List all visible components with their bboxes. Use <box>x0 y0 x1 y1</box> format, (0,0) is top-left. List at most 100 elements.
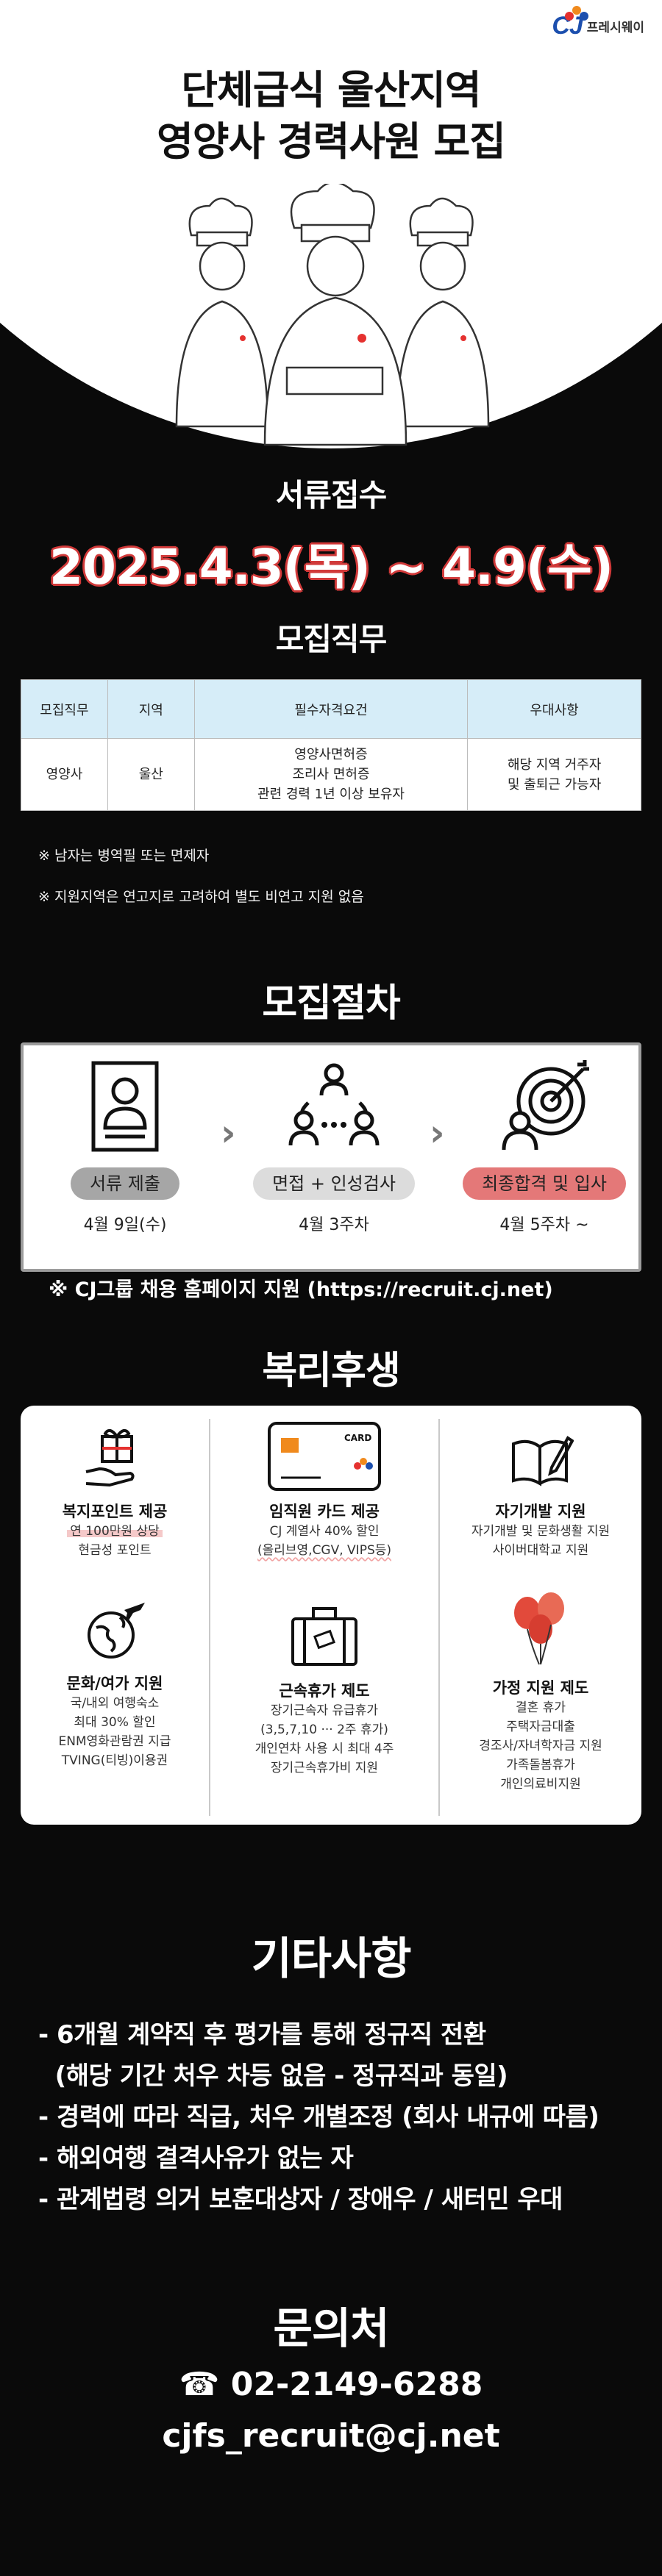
card-label: CARD <box>344 1433 371 1443</box>
divider <box>438 1419 440 1816</box>
step-label: 서류 제출 <box>71 1167 179 1200</box>
step-label: 최종합격 및 입사 <box>463 1167 626 1200</box>
benefit-desc: CJ 계열사 40% 할인 (올리브영,CGV, VIPS등) <box>210 1522 438 1560</box>
requirement-item: 조리사 면허증 <box>292 767 370 782</box>
benefit-line: 현금성 포인트 <box>78 1543 152 1558</box>
process-box: 서류 제출 4월 9일(수) › 면접 + 인성검사 4월 3주차 › <box>21 1042 641 1272</box>
application-title: 서류접수 <box>275 477 388 513</box>
benefit-self-development: 자기개발 지원 자기개발 및 문화생활 지원 사이버대학교 지원 <box>440 1426 641 1560</box>
benefit-line: 개인연차 사용 시 최대 4주 <box>255 1742 394 1756</box>
contact-email[interactable]: cjfs_recruit@cj.net <box>162 2417 500 2455</box>
benefit-line: 경조사/자녀학자금 지원 <box>479 1739 602 1753</box>
benefits-box: 복지포인트 제공 연 100만원 상당 현금성 포인트 CARD 임직원 카드 … <box>21 1406 641 1825</box>
note-item: ※ 지원지역은 연고지로 고려하여 별도 비연고 지원 없음 <box>38 889 364 905</box>
etc-item: - 관계법령 의거 보훈대상자 / 장애우 / 새터민 우대 <box>38 2185 563 2214</box>
benefit-title: 복지포인트 제공 <box>62 1503 168 1520</box>
benefit-long-service-leave: 근속휴가 제도 장기근속자 유급휴가 (3,5,7,10 ··· 2주 휴가) … <box>210 1598 438 1778</box>
jobs-title: 모집직무 <box>275 621 388 657</box>
step-label: 면접 + 인성검사 <box>253 1167 415 1200</box>
step-date: 4월 5주차 ~ <box>499 1216 589 1234</box>
suitcase-icon <box>291 1607 357 1666</box>
benefit-desc: 결혼 휴가 주택자금대출 경조사/자녀학자금 지원 가족돌봄휴가 개인의료비지원 <box>440 1698 641 1794</box>
benefit-line: TVING(티빙)이용권 <box>61 1753 168 1768</box>
etc-item: (해당 기간 처우 차등 없음 - 정규직과 동일) <box>38 2061 508 2091</box>
etc-title: 기타사항 <box>251 1933 412 1985</box>
benefit-desc: 연 100만원 상당 현금성 포인트 <box>21 1522 209 1560</box>
benefit-title: 자기개발 지원 <box>495 1503 586 1520</box>
logo-brand-name: 프레시웨이 <box>586 21 644 35</box>
benefit-line: 장기근속휴가비 지원 <box>270 1761 379 1775</box>
benefit-line: 장기근속자 유급휴가 <box>270 1703 379 1718</box>
requirement-item: 영양사면허증 <box>294 747 368 762</box>
process-step-3: 최종합격 및 입사 4월 5주차 ~ <box>449 1059 640 1264</box>
jobs-notes: ※ 남자는 병역필 또는 면제자 ※ 지원지역은 연고지로 고려하여 별도 비연… <box>38 835 364 917</box>
chefs-illustration <box>175 184 490 446</box>
benefits-title: 복리후생 <box>262 1349 400 1393</box>
phone-number: 02-2149-6288 <box>230 2366 483 2403</box>
benefit-line: CJ 계열사 40% 할인 <box>269 1524 380 1539</box>
book-pen-icon <box>512 1436 574 1486</box>
requirements-cell: 영양사면허증 조리사 면허증 관련 경력 1년 이상 보유자 <box>193 738 469 811</box>
preference-item: 및 출퇴근 가능자 <box>507 776 602 793</box>
hero-section: CJ 프레시웨이 단체급식 울산지역 영양사 경력사원 모집 <box>0 0 662 471</box>
note-item: ※ 남자는 병역필 또는 면제자 <box>38 848 210 864</box>
etc-item: - 해외여행 결격사유가 없는 자 <box>38 2144 354 2173</box>
benefit-line: 사이버대학교 지원 <box>492 1543 589 1558</box>
benefit-culture-leisure: 문화/여가 지원 국/내외 여행숙소 최대 30% 할인 ENM영화관람권 지급… <box>21 1598 209 1770</box>
step-date: 4월 3주차 <box>299 1216 369 1234</box>
table-header-cell: 지역 <box>107 679 195 739</box>
benefit-line: ENM영화관람권 지급 <box>58 1734 171 1749</box>
benefit-title: 문화/여가 지원 <box>66 1675 163 1692</box>
contact-title: 문의처 <box>273 2303 389 2353</box>
benefit-desc: 자기개발 및 문화생활 지원 사이버대학교 지원 <box>440 1522 641 1560</box>
role-cell: 영양사 <box>21 738 108 811</box>
title-line-1: 단체급식 울산지역 <box>181 67 481 113</box>
benefit-desc: 장기근속자 유급휴가 (3,5,7,10 ··· 2주 휴가) 개인연차 사용 … <box>210 1701 438 1778</box>
cj-logo: CJ 프레시웨이 <box>552 6 644 40</box>
benefit-line: (3,5,7,10 ··· 2주 휴가) <box>260 1722 388 1737</box>
chevron-right-icon: › <box>430 1112 445 1154</box>
benefit-line-highlight: 연 100만원 상당 <box>67 1524 163 1539</box>
benefit-family-support: 가정 지원 제도 결혼 휴가 주택자금대출 경조사/자녀학자금 지원 가족돌봄휴… <box>440 1588 641 1794</box>
region-cell: 울산 <box>107 738 195 811</box>
table-header-cell: 우대사항 <box>467 679 641 739</box>
benefit-line: 주택자금대출 <box>506 1720 575 1734</box>
benefit-employee-card: CARD 임직원 카드 제공 CJ 계열사 40% 할인 (올리브영,CGV, … <box>210 1419 438 1560</box>
benefit-line-highlight: (올리브영,CGV, VIPS등) <box>257 1543 392 1558</box>
preference-item: 해당 지역 거주자 <box>507 756 602 773</box>
table-header-row: 모집직무 지역 필수자격요건 우대사항 <box>21 679 641 739</box>
balloons-icon <box>514 1592 564 1665</box>
benefit-line: 국/내외 여행숙소 <box>70 1696 160 1711</box>
application-period: 2025.4.3(목) ~ 4.9(수) <box>49 539 613 595</box>
benefit-line: 개인의료비지원 <box>500 1777 581 1792</box>
benefit-title: 임직원 카드 제공 <box>269 1503 380 1520</box>
page-title: 단체급식 울산지역 영양사 경력사원 모집 <box>0 65 662 168</box>
step-date: 4월 9일(수) <box>83 1216 167 1234</box>
etc-item: - 경력에 따라 직급, 처우 개별조정 (회사 내규에 따름) <box>38 2103 599 2132</box>
recruit-site-note: ※ CJ그룹 채용 홈페이지 지원 (https://recruit.cj.ne… <box>49 1278 553 1301</box>
benefit-title: 가정 지원 제도 <box>492 1679 589 1697</box>
process-step-2: 면접 + 인성검사 4월 3주차 <box>238 1059 430 1264</box>
process-title: 모집절차 <box>262 981 400 1026</box>
title-line-2: 영양사 경력사원 모집 <box>157 118 506 165</box>
benefit-line: 가족돌봄휴가 <box>506 1758 575 1772</box>
table-header-cell: 필수자격요건 <box>193 679 469 739</box>
benefit-title: 근속휴가 제도 <box>279 1682 370 1700</box>
benefit-desc: 국/내외 여행숙소 최대 30% 할인 ENM영화관람권 지급 TVING(티빙… <box>21 1694 209 1770</box>
contact-phone[interactable]: ☎ 02-2149-6288 <box>0 2366 662 2403</box>
table-header-cell: 모집직무 <box>21 679 108 739</box>
gift-hand-icon <box>85 1428 135 1487</box>
benefit-line: 자기개발 및 문화생활 지원 <box>471 1524 611 1539</box>
requirement-item: 관련 경력 1년 이상 보유자 <box>257 787 405 802</box>
document-profile-icon <box>91 1061 159 1152</box>
etc-list: - 6개월 계약직 후 평가를 통해 정규직 전환 (해당 기간 처우 차등 없… <box>38 2014 599 2220</box>
preferences-cell: 해당 지역 거주자 및 출퇴근 가능자 <box>467 738 641 811</box>
target-goal-icon <box>502 1060 589 1151</box>
phone-icon: ☎ <box>179 2366 220 2403</box>
chevron-right-icon: › <box>221 1112 236 1154</box>
etc-item: - 6개월 계약직 후 평가를 통해 정규직 전환 <box>38 2020 486 2050</box>
divider <box>209 1419 210 1816</box>
globe-plane-icon <box>88 1603 145 1659</box>
interview-group-icon <box>288 1063 380 1146</box>
benefit-welfare-points: 복지포인트 제공 연 100만원 상당 현금성 포인트 <box>21 1426 209 1560</box>
